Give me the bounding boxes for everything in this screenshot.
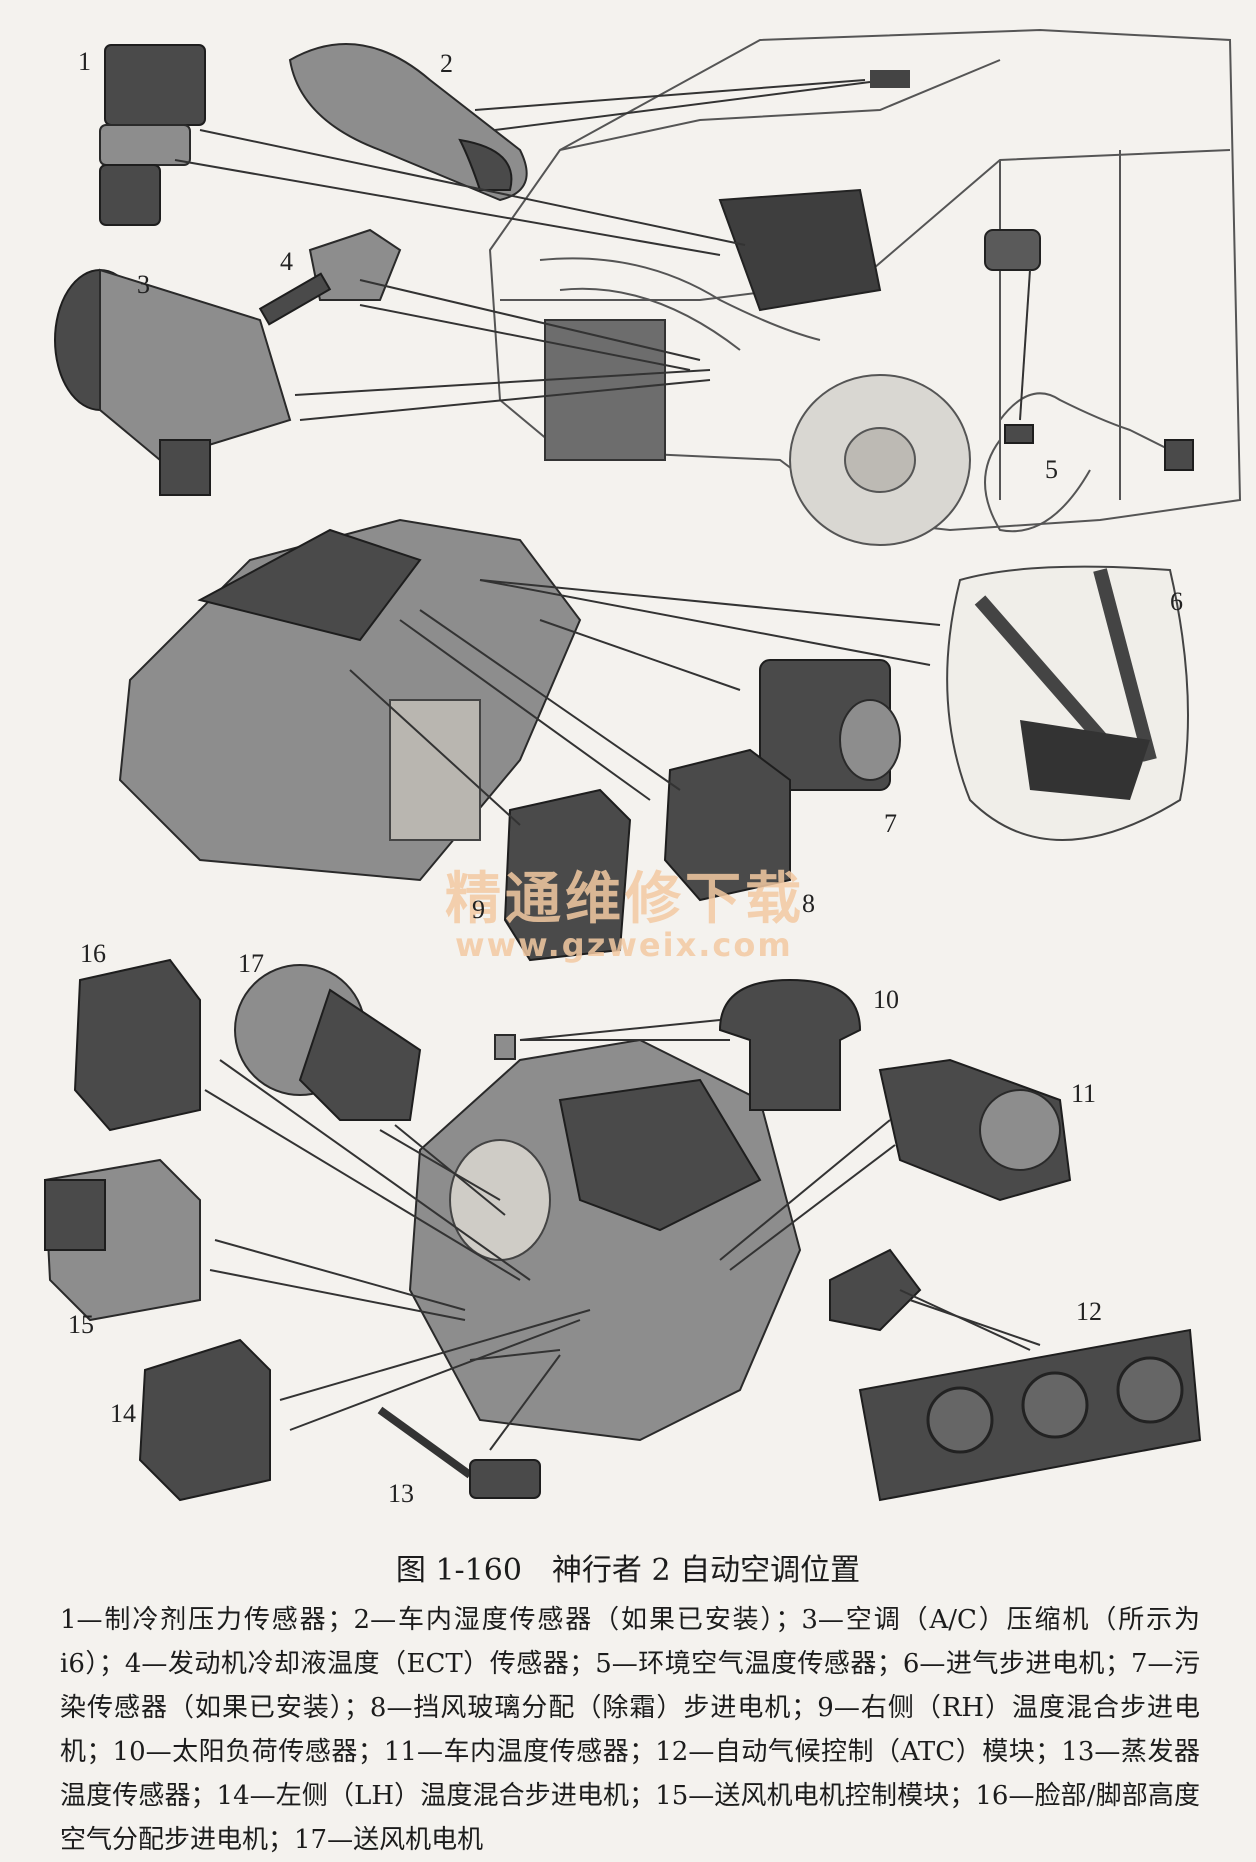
solar-load-sensor [494, 978, 862, 1111]
callout-9: 9 [472, 895, 485, 924]
callout-2: 2 [440, 49, 453, 78]
callout-5: 5 [1045, 455, 1058, 484]
blower-motor [234, 964, 422, 1121]
intake-stepper-motor-inset [946, 565, 1189, 841]
leader-lines [174, 79, 1041, 1451]
callout-4: 4 [280, 247, 293, 276]
figure-legend: 1—制冷剂压力传感器；2—车内湿度传感器（如果已安装）；3—空调（A/C）压缩机… [60, 1605, 1200, 1855]
evaporator-temperature-sensor [377, 1406, 541, 1499]
callout-14: 14 [110, 1399, 136, 1428]
hvac-assembly-bottom [408, 1038, 802, 1442]
callout-7: 7 [884, 809, 897, 838]
hvac-assembly-middle [118, 518, 582, 882]
atc-control-module [829, 1248, 1202, 1502]
vehicle-illustration [488, 28, 1242, 546]
callout-15: 15 [68, 1310, 94, 1339]
component-location-diagram: 精通维修下载 www.gzweix.com [43, 28, 1242, 1508]
callout-10: 10 [873, 985, 899, 1014]
lh-temperature-blend-stepper [138, 1338, 271, 1502]
cabin-temperature-sensor [878, 1058, 1072, 1202]
ambient-air-temperature-sensor [984, 392, 1194, 533]
windshield-distribution-stepper [663, 748, 791, 902]
rh-temperature-blend-stepper [503, 788, 632, 962]
ect-sensor [258, 228, 402, 326]
cabin-humidity-sensor [288, 43, 528, 202]
callout-11: 11 [1071, 1079, 1096, 1108]
watermark-url: www.gzweix.com [455, 926, 793, 964]
callout-1: 1 [78, 47, 91, 76]
ac-compressor [54, 268, 292, 496]
callout-6: 6 [1170, 587, 1183, 616]
blower-motor-control-module [43, 1158, 201, 1322]
callout-16: 16 [80, 939, 106, 968]
face-foot-distribution-stepper [73, 958, 201, 1132]
figure-caption: 图 1-160 神行者 2 自动空调位置 [395, 1553, 861, 1588]
callout-labels: 1 2 3 4 5 6 7 8 9 10 11 12 13 14 15 16 1… [68, 47, 1183, 1508]
callout-8: 8 [802, 889, 815, 918]
watermark-title: 精通维修下载 [445, 867, 805, 932]
callout-3: 3 [137, 270, 150, 299]
callout-13: 13 [388, 1479, 414, 1508]
callout-12: 12 [1076, 1297, 1102, 1326]
refrigerant-pressure-sensor [99, 44, 206, 226]
pollution-sensor [759, 659, 901, 791]
callout-17: 17 [238, 949, 264, 978]
